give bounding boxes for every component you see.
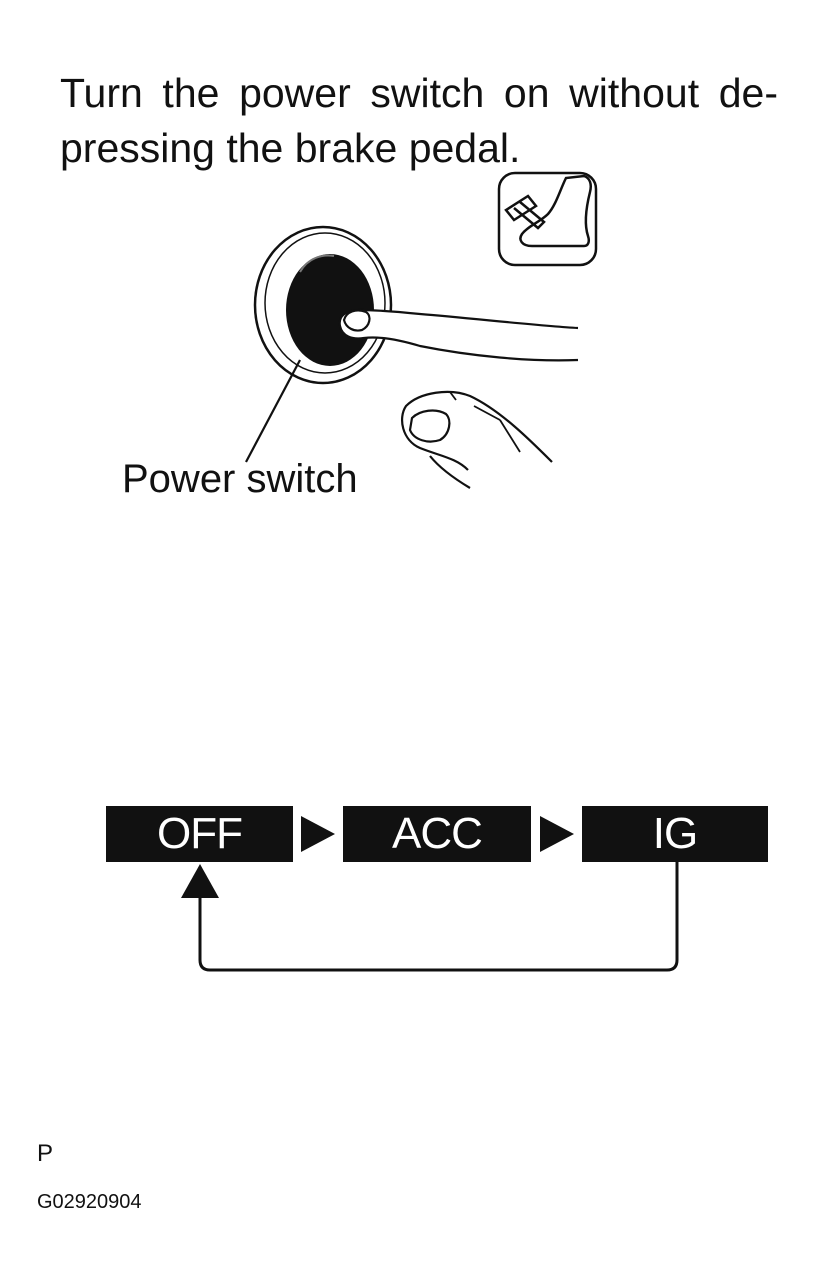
power-switch-label: Power switch (122, 457, 358, 501)
finger-hand (338, 308, 579, 489)
instruction-line-2: pressing the brake pedal. (60, 125, 521, 171)
instruction-text: Turn the power switch on without de- pre… (60, 66, 778, 176)
return-loop-line (198, 862, 679, 972)
mode-ig-box: IG (582, 806, 768, 862)
arrow-right-icon (301, 816, 335, 852)
instruction-line-1: Turn the power switch on without de- (60, 70, 778, 116)
mode-acc-box: ACC (343, 806, 531, 862)
mode-off-box: OFF (106, 806, 293, 862)
brake-pedal-icon (497, 171, 598, 267)
arrow-up-icon (181, 864, 219, 898)
callout-leader-line (245, 359, 301, 463)
page-mark: P (37, 1140, 54, 1167)
mode-flow-arrows (181, 816, 679, 972)
figure-code: G02920904 (37, 1191, 142, 1213)
power-switch-illustration (245, 171, 598, 489)
arrow-right-icon (540, 816, 574, 852)
